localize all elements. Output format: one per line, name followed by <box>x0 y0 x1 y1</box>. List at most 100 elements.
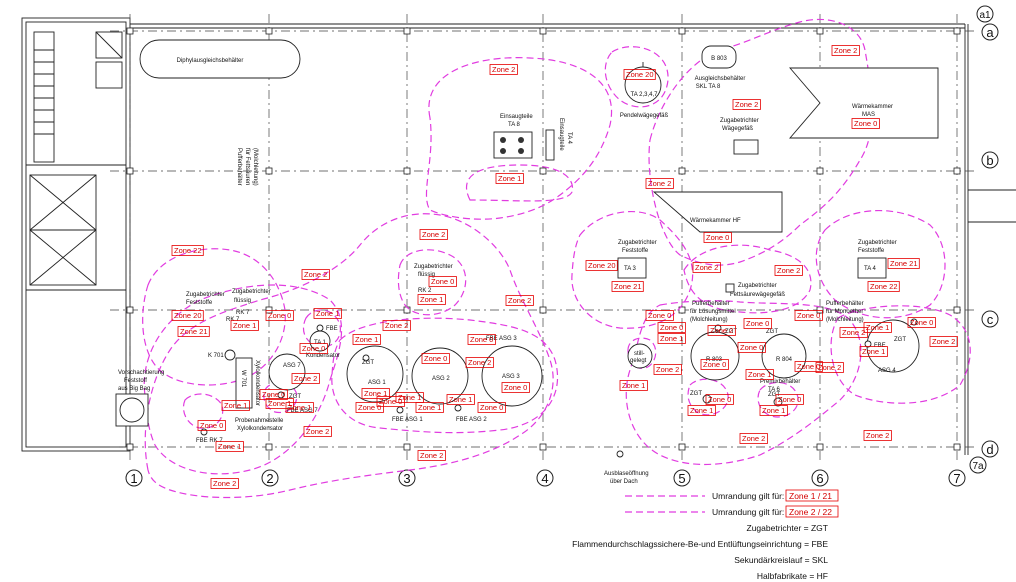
svg-text:ASG 2: ASG 2 <box>432 376 450 382</box>
zone-label-text: Zone 0 <box>379 397 402 406</box>
zone-label-box <box>467 334 496 345</box>
zone-label-text: Zone 1 <box>660 334 683 343</box>
zone-label: Zone 0 <box>501 382 530 393</box>
zone-label: Zone 1 <box>285 402 314 413</box>
zugabetrichter-fettsaeure: Zugabetrichter Fettsäurewägegefäß <box>725 283 785 298</box>
zone-label-text: Zone 1 <box>866 323 889 332</box>
zone-label: Zone 0 <box>703 232 732 243</box>
zone-label-box <box>419 229 448 240</box>
zone-label: Zone 2 <box>707 325 736 336</box>
zone-label-box <box>585 260 618 271</box>
svg-text:TA 4: TA 4 <box>864 266 877 272</box>
zone-label-text: Zone 0 <box>778 395 801 404</box>
zone-label-text: Zone 1 <box>316 309 339 318</box>
zone-label-text: Zone 1 <box>268 399 291 408</box>
zone-label-box <box>645 310 674 321</box>
svg-text:still-: still- <box>634 351 645 357</box>
svg-text:Diphylausgleichsbehälter: Diphylausgleichsbehälter <box>177 58 244 64</box>
svg-text:MAS: MAS <box>862 112 875 118</box>
svg-text:ZGT: ZGT <box>894 337 906 343</box>
zone-label: Zone 2 <box>291 373 320 384</box>
svg-text:Feststoffe: Feststoffe <box>622 248 649 254</box>
zone-label-text: Zone 0 <box>797 362 820 371</box>
svg-text:Ausblaseöffnung: Ausblaseöffnung <box>604 471 649 477</box>
svg-text:2: 2 <box>266 471 273 486</box>
svg-text:TA 6: TA 6 <box>768 387 781 393</box>
zone-label-box <box>839 327 868 338</box>
svg-text:Zugabetrichter: Zugabetrichter <box>232 289 271 295</box>
row-7a-label: 7a <box>969 456 987 474</box>
zone-label-text: Zone 0 <box>660 323 683 332</box>
zone-label-text: Zone 2 <box>306 427 329 436</box>
ausblase: Ausblaseöffnung über Dach <box>604 450 649 485</box>
svg-text:ZGT: ZGT <box>362 360 374 366</box>
zone-label-text: Zone 20 <box>174 311 202 320</box>
svg-text:für Fettsäuren: für Fettsäuren <box>244 148 250 185</box>
zone-label-text: Zone 2 <box>508 296 531 305</box>
svg-text:Fettsäurewägegefäß: Fettsäurewägegefäß <box>730 292 785 298</box>
asg4: ASG 4 FBE ZGT Pufferbehälter für Monoeth… <box>826 301 920 374</box>
zone-label-text: Zone 0 <box>740 343 763 352</box>
zone-label-text: Zone 21 <box>614 282 642 291</box>
zone-label-text: Zone 1 <box>233 321 256 330</box>
zone-label-box <box>867 281 900 292</box>
svg-text:Feststoffe: Feststoffe <box>186 300 213 306</box>
zone-label-text: Zone 2 <box>648 179 671 188</box>
stair <box>33 31 123 163</box>
zone-label-box <box>415 402 444 413</box>
zone-label: Zone 1 <box>361 388 390 399</box>
zone-label-box <box>361 388 390 399</box>
col-6-label: 6 <box>811 469 829 487</box>
zone-label-box <box>465 357 494 368</box>
stillgelegt: still- gelegt <box>627 343 653 369</box>
zone-label-text: Zone 21 <box>180 327 208 336</box>
zone-label-text: Zone 0 <box>504 383 527 392</box>
svg-text:Vorschachtierung: Vorschachtierung <box>118 370 164 376</box>
svg-text:Pufferbehälter: Pufferbehälter <box>692 301 730 307</box>
zone-label: Zone 0 <box>657 322 686 333</box>
zone-label: Zone 2 <box>732 99 761 110</box>
zone-label-text: Zone 1 <box>288 403 311 412</box>
zugabetrichter-rk7: Zugabetrichter Feststoffe Zugabetrichter… <box>186 289 271 323</box>
zone-label-box <box>611 281 644 292</box>
zone-label-box <box>929 336 958 347</box>
asg3: ASG 3 FBE ASG 3 <box>481 336 543 407</box>
col-7-label: 7 <box>948 469 966 487</box>
zone-label: Zone 0 <box>907 317 936 328</box>
zone-label: Zone 0 <box>705 394 734 405</box>
zone-label: Zone 21 <box>611 281 644 292</box>
svg-text:Zugabetrichter: Zugabetrichter <box>618 240 657 246</box>
zone-label-text: Zone 22 <box>870 282 898 291</box>
zone-label-box <box>645 178 674 189</box>
zone-label-box <box>745 369 774 380</box>
zone-label-box <box>265 310 294 321</box>
zone-label: Zone 0 <box>428 276 457 287</box>
zone-label: Zone 0 <box>645 310 674 321</box>
zone-label: Zone 0 <box>197 420 226 431</box>
svg-text:ZGT: ZGT <box>725 329 737 335</box>
zone-label: Zone 0 <box>700 359 729 370</box>
zone-label-box <box>703 232 732 243</box>
zone-label-box <box>215 441 244 452</box>
zone-label-text: Zone 0 <box>746 319 769 328</box>
svg-text:Pendelwägegefäß: Pendelwägegefäß <box>620 113 669 119</box>
svg-text:Wärmekammer HF: Wärmekammer HF <box>690 218 741 224</box>
row-a-label: a <box>981 23 999 41</box>
svg-text:FBE ASG 2: FBE ASG 2 <box>456 417 487 423</box>
svg-text:Premixbehälter: Premixbehälter <box>760 379 800 385</box>
zone-label-text: Zone 2 <box>866 431 889 440</box>
zone-label: Zone 2 <box>645 178 674 189</box>
zone-label-text: Zone 2 <box>742 434 765 443</box>
zone-label-box <box>851 118 880 129</box>
zone-label-text: Zone 1 <box>420 295 443 304</box>
zone-label-box <box>230 320 259 331</box>
zone-label: Zone 0 <box>355 402 384 413</box>
svg-text:flüssig: flüssig <box>418 272 435 278</box>
svg-text:7: 7 <box>953 471 960 486</box>
zone-label-box <box>495 173 524 184</box>
zone-label-box <box>489 64 518 75</box>
svg-text:FBE ASG 7: FBE ASG 7 <box>287 408 318 414</box>
zone-label-box <box>299 343 328 354</box>
svg-text:für Monoether: für Monoether <box>826 309 863 315</box>
zone-label: Zone 2 <box>489 64 518 75</box>
